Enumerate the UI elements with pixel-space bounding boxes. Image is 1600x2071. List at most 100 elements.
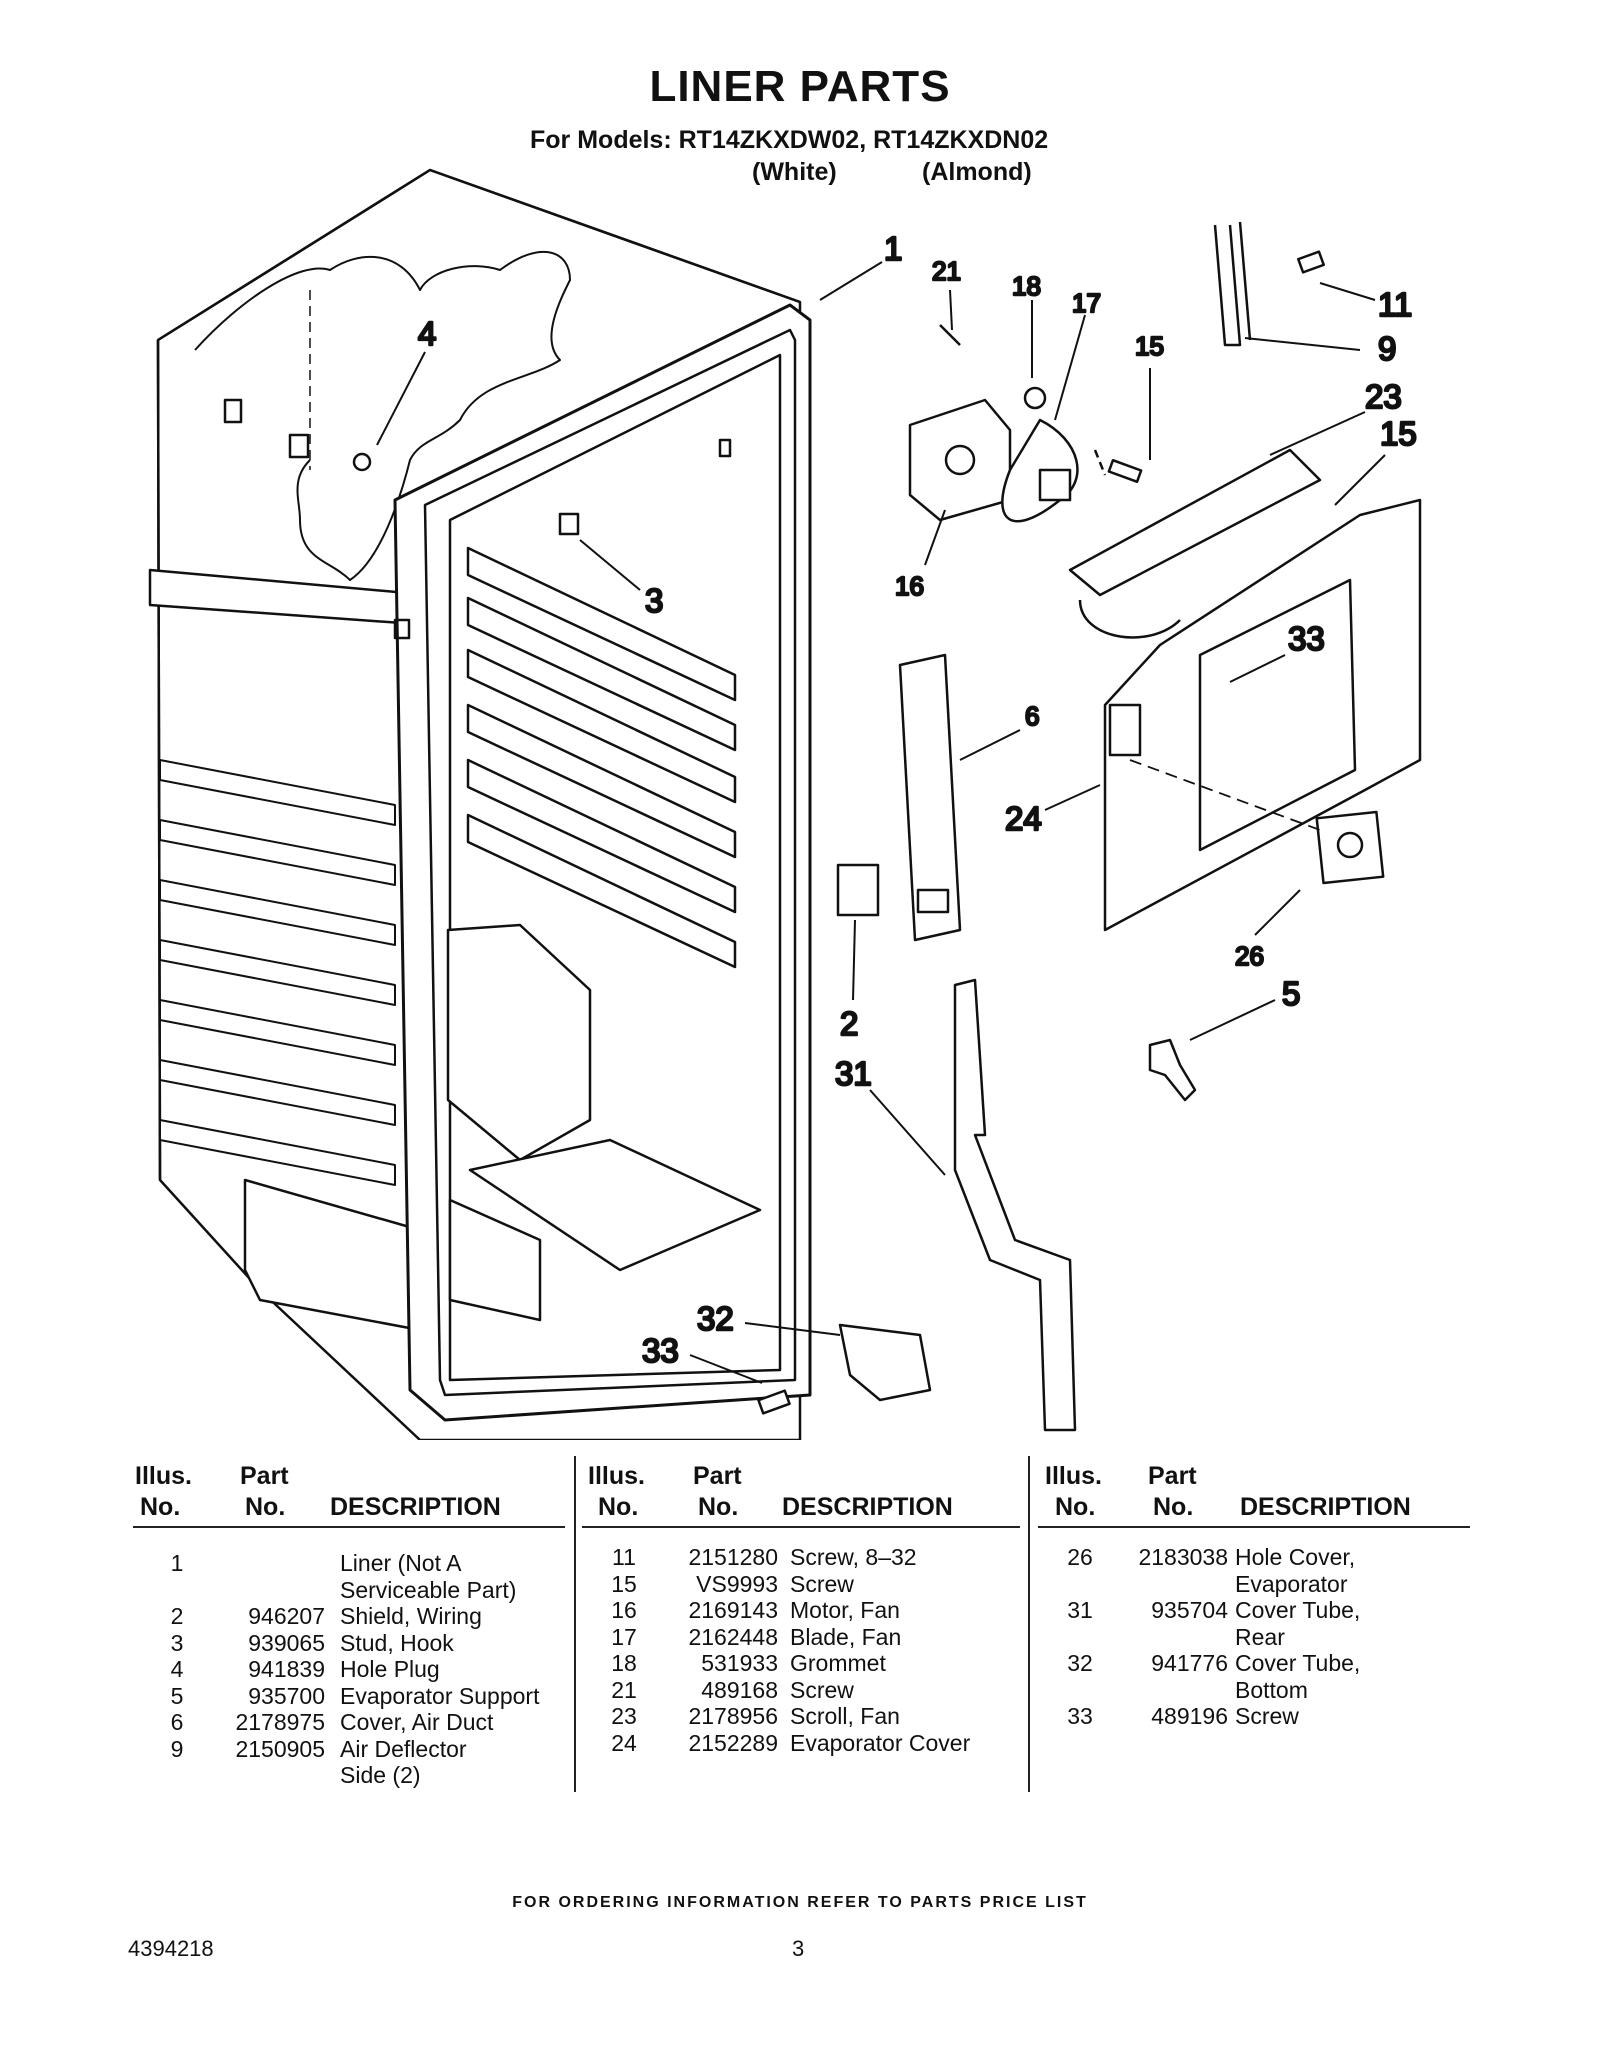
leader-lines — [376, 261, 1386, 1384]
part-number: 941776 — [1151, 1650, 1228, 1676]
color-white: (White) — [752, 158, 837, 186]
th-illus-no-1: No. — [140, 1493, 181, 1521]
th-part-no-2: No. — [698, 1493, 739, 1521]
part-description: Motor, Fan — [790, 1597, 900, 1623]
th-illus-3: Illus. — [1045, 1462, 1102, 1490]
part-number: 489196 — [1151, 1703, 1228, 1729]
part-description: Bottom — [1235, 1676, 1308, 1703]
th-part-3: Part — [1148, 1462, 1197, 1490]
illus-number: 4 — [170, 1656, 184, 1682]
illus-number: 18 — [611, 1650, 637, 1676]
illus-number: 5 — [170, 1682, 184, 1709]
rear-cover-tube — [953, 978, 1077, 1432]
illus-number: 6 — [170, 1709, 184, 1735]
callout-23: 23 — [1365, 378, 1402, 415]
part-description: Liner (Not A — [340, 1550, 462, 1576]
fan-assembly — [908, 324, 1322, 639]
air-duct-cover — [898, 653, 962, 942]
callout-21: 21 — [932, 256, 961, 286]
callout-18: 18 — [1012, 271, 1041, 301]
th-desc-2: DESCRIPTION — [782, 1493, 953, 1521]
th-illus-1: Illus. — [135, 1462, 192, 1490]
part-description: Cover, Air Duct — [340, 1709, 494, 1735]
illus-number: 1 — [170, 1550, 184, 1576]
th-part-no-3: No. — [1153, 1493, 1194, 1521]
callout-17: 17 — [1072, 288, 1101, 318]
part-number: 2178975 — [235, 1709, 325, 1735]
part-description: Serviceable Part) — [340, 1576, 517, 1603]
callout-4: 4 — [418, 315, 436, 352]
th-illus-2: Illus. — [588, 1462, 645, 1490]
wiring-shield — [836, 863, 880, 917]
hook-stud-detail — [558, 512, 580, 536]
th-part-2: Part — [693, 1462, 742, 1490]
th-part-no-1: No. — [245, 1493, 286, 1521]
callout-32: 32 — [697, 1300, 734, 1337]
part-number: 2162448 — [688, 1623, 778, 1650]
part-description: Hole Cover, — [1235, 1544, 1356, 1570]
illus-number: 26 — [1067, 1544, 1093, 1570]
illus-number: 16 — [611, 1597, 637, 1623]
part-description: Cover Tube, — [1235, 1597, 1361, 1623]
illus-number: 31 — [1067, 1597, 1093, 1623]
illus-number: 23 — [611, 1703, 637, 1729]
illus-number: 2 — [170, 1603, 184, 1629]
part-number: 935700 — [248, 1682, 325, 1709]
part-description: Screw — [790, 1570, 854, 1597]
part-number: 2150905 — [235, 1735, 325, 1762]
part-description: Blade, Fan — [790, 1623, 902, 1650]
part-number: 2152289 — [688, 1729, 778, 1756]
part-description: Screw — [790, 1676, 854, 1703]
th-desc-3: DESCRIPTION — [1240, 1493, 1411, 1521]
part-description: Screw — [1235, 1703, 1299, 1729]
callout-1: 1 — [884, 230, 902, 267]
part-number: 2183038 — [1138, 1544, 1228, 1570]
part-description: Screw, 8–32 — [790, 1544, 917, 1570]
callout-31: 31 — [835, 1055, 872, 1092]
part-description: Evaporator Support — [340, 1682, 540, 1709]
illus-number: 3 — [170, 1629, 184, 1656]
callout-3: 3 — [645, 582, 663, 619]
page-number: 3 — [792, 1936, 805, 1961]
part-number: 2178956 — [688, 1703, 778, 1729]
callout-15a: 15 — [1135, 331, 1164, 361]
part-description: Hole Plug — [340, 1656, 440, 1682]
part-number: 939065 — [248, 1629, 325, 1656]
callout-24: 24 — [1005, 800, 1042, 837]
illus-number: 9 — [170, 1735, 184, 1762]
part-description: Stud, Hook — [340, 1629, 454, 1656]
document-number: 4394218 — [128, 1936, 214, 1961]
th-desc-1: DESCRIPTION — [330, 1493, 501, 1521]
callout-6: 6 — [1025, 701, 1039, 731]
illus-number: 15 — [611, 1570, 637, 1597]
air-deflector — [1213, 221, 1325, 347]
color-almond: (Almond) — [922, 158, 1032, 186]
callout-16: 16 — [895, 571, 924, 601]
part-number: 941839 — [248, 1656, 325, 1682]
part-number: 2151280 — [688, 1544, 778, 1570]
th-illus-no-2: No. — [598, 1493, 639, 1521]
evaporator-support — [1148, 1038, 1197, 1102]
callout-26: 26 — [1235, 941, 1264, 971]
part-description: Air Deflector — [340, 1735, 467, 1762]
part-number: VS9993 — [696, 1570, 778, 1597]
illus-number: 32 — [1067, 1650, 1093, 1676]
callout-33a: 33 — [1288, 620, 1325, 657]
illus-number: 21 — [611, 1676, 637, 1703]
bottom-screw — [757, 1389, 791, 1415]
page-title: LINER PARTS — [649, 62, 951, 111]
part-description: Scroll, Fan — [790, 1703, 900, 1729]
th-part-1: Part — [240, 1462, 289, 1490]
illus-number: 24 — [611, 1729, 637, 1756]
callout-5: 5 — [1282, 975, 1300, 1012]
callout-9: 9 — [1378, 330, 1396, 367]
callout-11: 11 — [1378, 286, 1412, 323]
part-description: Shield, Wiring — [340, 1603, 482, 1629]
callout-2: 2 — [840, 1005, 858, 1042]
illus-number: 33 — [1067, 1703, 1093, 1729]
models-line: For Models: RT14ZKXDW02, RT14ZKXDN02 — [530, 126, 1049, 154]
part-number: 946207 — [248, 1603, 325, 1629]
bottom-cover-tube — [838, 1323, 932, 1402]
illus-number: 11 — [612, 1544, 636, 1570]
th-illus-no-3: No. — [1055, 1493, 1096, 1521]
